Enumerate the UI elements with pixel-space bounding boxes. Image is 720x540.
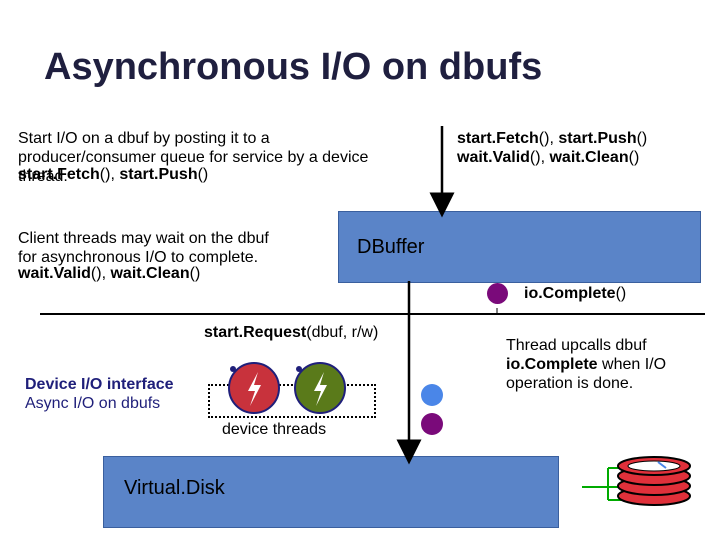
slide-title: Asynchronous I/O on dbufs bbox=[44, 46, 543, 88]
client-call-2-args: () bbox=[189, 265, 201, 282]
api-start-push: start.Push bbox=[558, 130, 637, 147]
upcall-io-complete: io.Complete bbox=[506, 356, 598, 373]
api-wait-clean: wait.Clean bbox=[549, 149, 629, 166]
virtual-disk-label: Virtual.Disk bbox=[124, 477, 225, 499]
client-call-1-args: (), bbox=[90, 265, 111, 282]
api-start-fetch: start.Fetch bbox=[457, 130, 539, 147]
client-call-1: wait.Valid bbox=[18, 265, 91, 282]
intro-line-3: thread. bbox=[18, 168, 68, 185]
start-request-name: start.Request bbox=[204, 324, 307, 341]
upcall-line-2: io.Complete when I/O bbox=[506, 355, 716, 374]
client-calls: wait.Valid(), wait.Clean() bbox=[18, 264, 338, 283]
disk-stack-icon bbox=[617, 456, 691, 506]
io-complete-name: io.Complete bbox=[524, 285, 616, 302]
intro-calls: start.Fetch(), start.Push() bbox=[18, 165, 208, 184]
device-thread-1 bbox=[228, 362, 280, 414]
upcall-text: Thread upcalls dbuf io.Complete when I/O… bbox=[506, 336, 716, 393]
client-line-1: Client threads may wait on the dbuf bbox=[18, 230, 269, 247]
client-call-2: wait.Clean bbox=[110, 265, 190, 282]
intro-call-1-args: (), bbox=[99, 166, 120, 183]
intro-call-2-args: () bbox=[197, 166, 209, 183]
lightning-icon bbox=[314, 372, 327, 406]
dbuffer-box: DBuffer bbox=[338, 211, 701, 283]
thread-1-marker bbox=[230, 366, 236, 372]
start-request-args: (dbuf, r/w) bbox=[306, 324, 379, 341]
upcall-line-3: operation is done. bbox=[506, 375, 634, 392]
intro-line-2: producer/consumer queue for service by a… bbox=[18, 149, 369, 166]
device-thread-2 bbox=[294, 362, 346, 414]
device-interface-line-2: Async I/O on dbufs bbox=[25, 395, 161, 412]
virtual-disk-box: Virtual.Disk bbox=[103, 456, 559, 528]
api-paren-1: () bbox=[636, 130, 648, 147]
device-threads-label: device threads bbox=[222, 421, 327, 438]
api-line-2: wait.Valid(), wait.Clean() bbox=[457, 148, 717, 167]
intro-call-1: start.Fetch bbox=[18, 166, 100, 183]
api-paren-2: () bbox=[628, 149, 640, 166]
io-complete-dot bbox=[487, 283, 508, 304]
api-wait-valid: wait.Valid bbox=[457, 149, 530, 166]
upcall-line-1: Thread upcalls dbuf bbox=[506, 337, 647, 354]
purple-dot bbox=[421, 413, 443, 435]
upcall-line-2-rest: when I/O bbox=[597, 356, 667, 373]
io-complete-label: io.Complete() bbox=[524, 284, 626, 303]
start-request-label: start.Request(dbuf, r/w) bbox=[204, 323, 378, 342]
intro-text: Start I/O on a dbuf by posting it to a p… bbox=[18, 129, 428, 186]
lightning-icon bbox=[248, 372, 261, 406]
api-text: start.Fetch(), start.Push() wait.Valid()… bbox=[457, 129, 717, 167]
intro-call-2: start.Push bbox=[119, 166, 198, 183]
device-interface-text: Device I/O interface Async I/O on dbufs bbox=[25, 375, 174, 413]
client-text: Client threads may wait on the dbuf for … bbox=[18, 229, 338, 283]
client-line-2: for asynchronous I/O to complete. bbox=[18, 249, 259, 266]
intro-line-1: Start I/O on a dbuf by posting it to a bbox=[18, 130, 270, 147]
io-complete-parens: () bbox=[615, 285, 627, 302]
api-sep-1: (), bbox=[538, 130, 559, 147]
thread-2-marker bbox=[296, 366, 302, 372]
device-threads-queue bbox=[208, 384, 376, 418]
device-interface-line-1: Device I/O interface bbox=[25, 376, 174, 393]
blue-dot bbox=[421, 384, 443, 406]
dbuffer-label: DBuffer bbox=[357, 236, 425, 258]
api-line-1: start.Fetch(), start.Push() bbox=[457, 129, 717, 148]
api-sep-2: (), bbox=[529, 149, 550, 166]
